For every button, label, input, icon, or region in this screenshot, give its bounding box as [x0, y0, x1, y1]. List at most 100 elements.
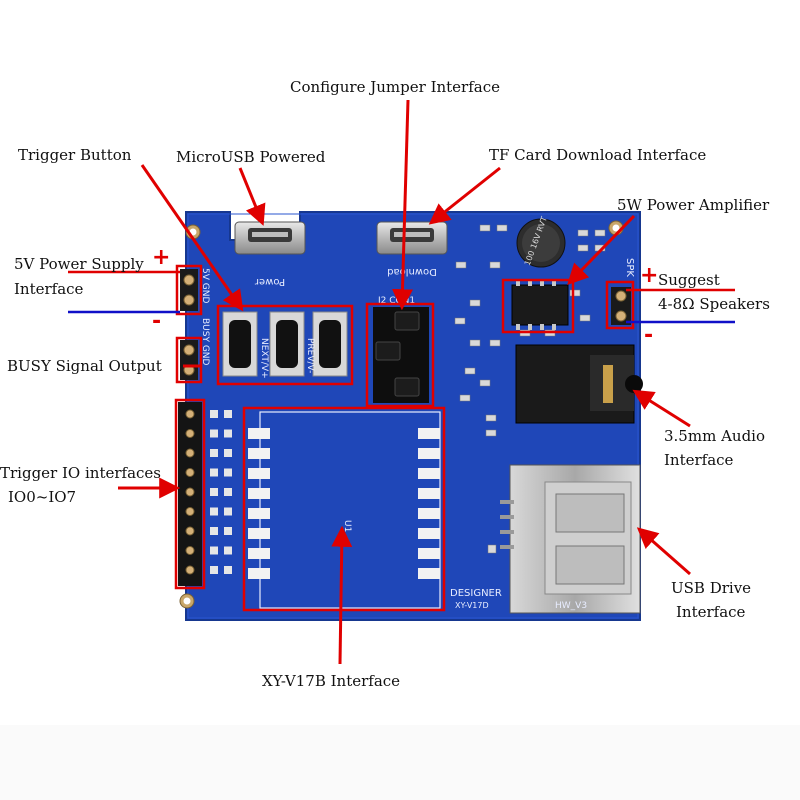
label-5v-power-1: 5V Power Supply [14, 255, 144, 273]
solder-pad [210, 429, 218, 438]
solder-pad [224, 488, 232, 496]
speaker-pins: SPK [611, 258, 635, 325]
label-configure-jumper: Configure Jumper Interface [290, 78, 500, 96]
header-pin [185, 526, 195, 536]
hw-silkscreen: HW_V3 [555, 601, 587, 611]
solder-pad [418, 548, 440, 559]
download-usb-connector [376, 221, 448, 255]
solder-pad [224, 546, 232, 555]
power-pins: 5V GND [180, 268, 210, 311]
power-pins-silkscreen: 5V GND [200, 268, 210, 303]
header-pin [185, 409, 195, 419]
solder-pad [418, 448, 440, 459]
header-pin [185, 565, 195, 575]
label-audio-2: Interface [664, 451, 734, 469]
power-minus-symbol: - [152, 309, 162, 334]
label-usb-drive-1: USB Drive [671, 579, 752, 597]
speaker-minus-symbol: - [644, 323, 654, 348]
buttons-box [216, 304, 354, 386]
header-pin [185, 448, 195, 458]
solder-pad [210, 546, 218, 555]
label-amp: 5W Power Amplifier [617, 196, 770, 214]
microusb-connector [234, 221, 306, 255]
usb-a-port [500, 464, 641, 614]
u1-silkscreen: U1 [342, 520, 352, 532]
label-5v-power-2: Interface [14, 280, 84, 298]
solder-pad [224, 507, 232, 516]
solder-pad [248, 428, 270, 439]
arrow-tf-card [428, 166, 501, 225]
solder-pad [210, 410, 218, 418]
busy-pins-box [175, 336, 203, 384]
header-pin [185, 546, 195, 555]
speaker-box [605, 280, 635, 330]
header-pin [185, 468, 195, 477]
solder-pad [418, 508, 440, 519]
solder-pad [210, 449, 218, 457]
solder-pad [224, 468, 232, 477]
arrow-amp [567, 214, 636, 286]
smd-parts [454, 224, 606, 554]
callout-arrows [118, 99, 691, 665]
solder-pad [418, 428, 440, 439]
power-pins-box [175, 264, 203, 316]
solder-pad [418, 568, 440, 579]
solder-pads [185, 409, 440, 579]
electrolytic-capacitor: 100 16V RVT [516, 215, 566, 268]
arrow-usb-drive [636, 527, 691, 576]
tactile-buttons: NEXT/V+ PREV/V- [222, 311, 348, 379]
solder-pad [418, 488, 440, 499]
solder-pad [224, 566, 232, 574]
solder-pad [210, 488, 218, 496]
arrow-trigger-button [140, 164, 244, 312]
solder-pad [418, 468, 440, 479]
model-silkscreen: XY-V17D [455, 601, 489, 610]
prev-silkscreen: PREV/V- [305, 338, 315, 373]
header-pin [185, 507, 195, 516]
label-xy-v17b: XY-V17B Interface [262, 672, 401, 690]
amplifier-chip [511, 280, 569, 330]
next-silkscreen: NEXT/V+ [259, 338, 269, 379]
solder-pad [210, 468, 218, 477]
solder-pad [224, 449, 232, 457]
label-usb-drive-2: Interface [676, 603, 746, 621]
power-plus-symbol: + [152, 245, 171, 270]
label-trigger-button: Trigger Button [18, 146, 132, 164]
arrow-audio [632, 389, 691, 428]
busy-pins-silkscreen: BUSY GND [200, 318, 210, 366]
solder-pad [248, 528, 270, 539]
jumper-block: J2 CON1 [373, 296, 429, 403]
spk-silkscreen: SPK [624, 258, 635, 277]
header-pin [185, 487, 195, 497]
power-silkscreen: Power [254, 276, 285, 287]
label-speaker-1: Suggest [658, 271, 720, 289]
arrow-microusb [238, 167, 266, 226]
label-trigger-io-1: Trigger IO interfaces [0, 464, 161, 482]
solder-pad [210, 507, 218, 516]
solder-pad [210, 566, 218, 574]
solder-pad [224, 429, 232, 438]
solder-pad [248, 508, 270, 519]
header-pin [185, 429, 195, 438]
label-trigger-io-2: IO0~IO7 [8, 488, 77, 506]
solder-pad [248, 548, 270, 559]
solder-pad [418, 528, 440, 539]
solder-pad [248, 448, 270, 459]
solder-pad [248, 468, 270, 479]
solder-pad [224, 527, 232, 535]
amp-box [501, 278, 575, 334]
bottom-band [0, 725, 800, 800]
speaker-plus-symbol: + [640, 263, 659, 288]
solder-pad [248, 488, 270, 499]
solder-pad [248, 568, 270, 579]
label-speaker-2: 4-8Ω Speakers [658, 295, 770, 313]
arrow-jumper [391, 99, 413, 311]
label-microusb: MicroUSB Powered [176, 148, 326, 166]
u1-box [242, 406, 446, 612]
download-silkscreen: Download [387, 266, 437, 277]
label-audio-1: 3.5mm Audio [664, 427, 765, 445]
designer-silkscreen: DESIGNER [450, 588, 502, 599]
arrow-xy-v17b [331, 525, 353, 665]
